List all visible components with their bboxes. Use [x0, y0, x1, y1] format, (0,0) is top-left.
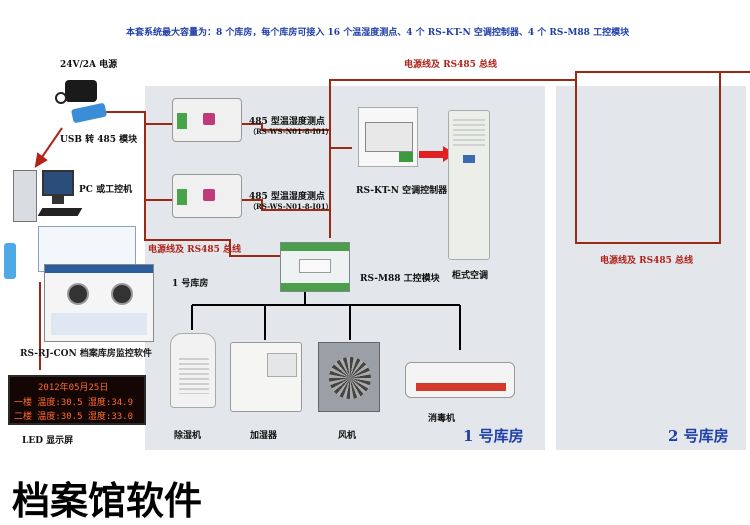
humidifier-panel — [267, 353, 297, 377]
capacity-note: 本套系统最大容量为：8 个库房，每个库房可接入 16 个温湿度测点、4 个 RS… — [126, 28, 630, 38]
room-2-area — [556, 86, 746, 450]
sensor-2-title: 485 型温湿度测点 — [249, 192, 325, 202]
fan-wheel — [329, 357, 371, 399]
room-2-title: 2 号库房 — [668, 427, 729, 445]
m88-label: RS-M88 工控模块 — [360, 274, 440, 284]
m88-terminal-bottom — [281, 283, 349, 291]
pc-monitor-stand — [52, 196, 64, 204]
pc-label: PC 或工控机 — [79, 185, 133, 195]
bus-label-left: 电源线及 RS485 总线 — [148, 245, 242, 255]
led-display: 2012年05月25日 一楼 温度:30.5 湿度:34.9 二楼 温度:30.… — [8, 375, 146, 425]
gauge-icon — [67, 283, 89, 305]
sensor-terminal — [177, 189, 187, 205]
ac-controller-icon — [358, 107, 418, 167]
sensor-1-icon — [172, 98, 242, 142]
led-label: LED 显示屏 — [22, 436, 74, 446]
pc-keyboard-icon — [37, 208, 83, 216]
usb-label: USB 转 485 模块 — [60, 135, 138, 145]
controller-body — [365, 122, 413, 152]
usb-stick-icon — [4, 243, 16, 279]
ac-controller-label: RS-KT-N 空调控制器 — [356, 186, 448, 196]
sensor-1-model: （RS-WS-N01-8-I01） — [249, 127, 333, 136]
cabinet-ac-icon — [448, 110, 490, 260]
power-adapter-icon — [65, 80, 97, 102]
room-1-marker: 1 号库房 — [172, 279, 209, 289]
led-line-1: 2012年05月25日 — [38, 383, 109, 393]
m88-screen — [299, 259, 331, 273]
led-line-3: 二楼 温度:30.5 湿度:33.0 — [14, 412, 134, 422]
humidifier-icon — [230, 342, 302, 412]
dehumidifier-icon — [170, 333, 216, 408]
led-line-2: 一楼 温度:30.5 湿度:34.9 — [14, 398, 134, 408]
bus-label-right: 电源线及 RS485 总线 — [600, 256, 694, 266]
fan-icon — [318, 342, 380, 412]
sensor-2-icon — [172, 174, 242, 218]
software-screenshot-2 — [44, 264, 154, 342]
device-dehumidifier-label: 除湿机 — [174, 431, 202, 441]
cabinet-ac-label: 柜式空调 — [452, 271, 489, 281]
footer-title: 档案馆软件 — [12, 479, 203, 523]
software-label: RS-RJ-CON 档案库房监控软件 — [20, 349, 152, 359]
ac-grille — [453, 119, 485, 149]
power-label: 24V/2A 电源 — [60, 60, 118, 70]
controller-terminal — [399, 152, 413, 162]
sensor-window — [203, 113, 215, 125]
device-humidifier-label: 加湿器 — [250, 431, 278, 441]
gauge-icon — [111, 283, 133, 305]
ac-display — [463, 155, 475, 163]
software-header-bar — [45, 265, 153, 273]
bus-label-top: 电源线及 RS485 总线 — [404, 60, 498, 70]
sterilizer-icon — [405, 362, 515, 398]
sensor-window — [203, 189, 215, 201]
pc-monitor-icon — [42, 170, 74, 196]
device-sterilizer-label: 消毒机 — [428, 414, 456, 424]
sensor-1-title: 485 型温湿度测点 — [249, 117, 325, 127]
pc-tower-icon — [13, 170, 37, 222]
dehumidifier-grille — [179, 358, 209, 394]
m88-terminal-top — [281, 243, 349, 251]
power-cable — [55, 92, 67, 104]
data-panel — [51, 313, 147, 335]
sensor-2-model: （RS-WS-N01-8-I01） — [249, 202, 333, 211]
device-fan-label: 风机 — [338, 431, 357, 441]
room-1-title: 1 号库房 — [463, 427, 524, 445]
m88-module-icon — [280, 242, 350, 292]
sterilizer-vent — [416, 383, 506, 391]
sensor-terminal — [177, 113, 187, 129]
